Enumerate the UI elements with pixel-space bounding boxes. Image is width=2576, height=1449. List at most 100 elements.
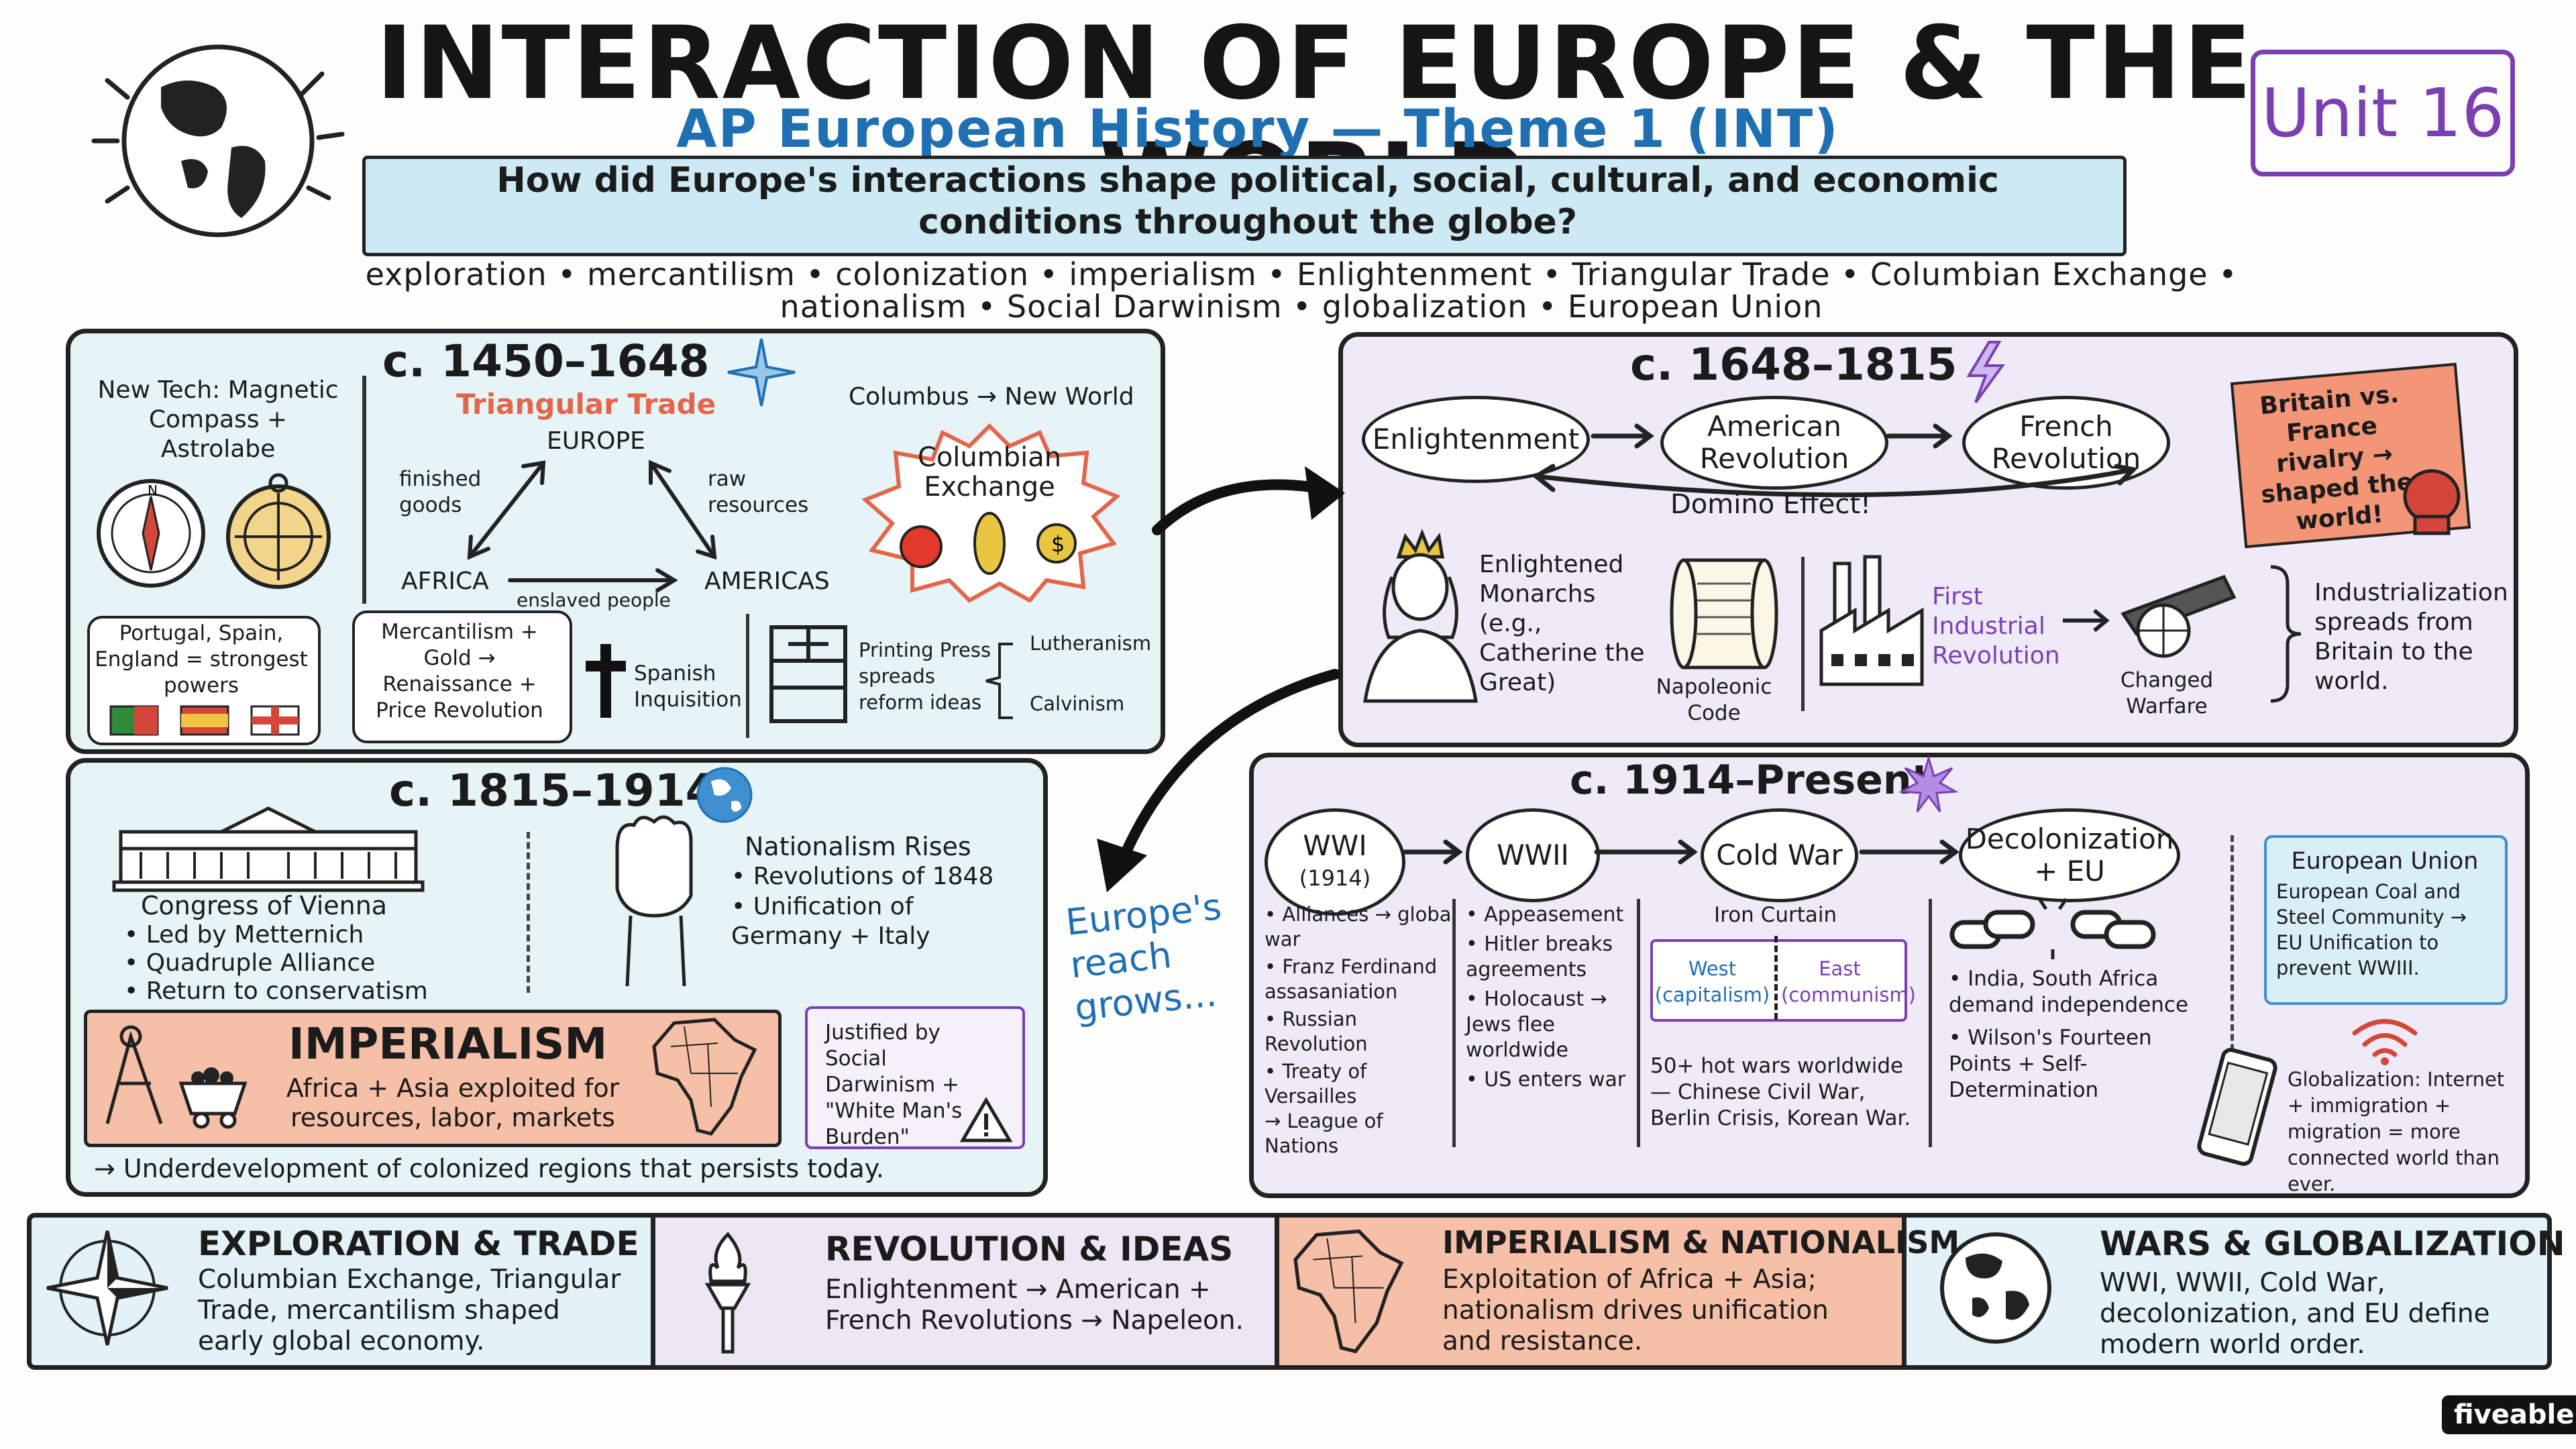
nationalism-rises: Nationalism Rises — [745, 832, 971, 861]
bottom-title-imperialism: IMPERIALISM & NATIONALISM — [1442, 1224, 1960, 1260]
flags-icon — [109, 705, 300, 736]
napoleonic-code-label: Napoleonic Code — [1656, 675, 1772, 725]
divider — [1801, 557, 1805, 711]
east-label: East (communism) — [1781, 957, 1916, 1006]
congress-of-vienna: Congress of Vienna — [141, 891, 388, 920]
congress-item-text: Quadruple Alliance — [146, 949, 376, 977]
imperialism-title: IMPERIALISM — [288, 1020, 608, 1069]
wwi-label: WWI — [1303, 829, 1367, 862]
cold-war-oval: Cold War — [1701, 808, 1858, 902]
columbus-text: Columbus → New World — [849, 383, 1134, 411]
calvinism-label: Calvinism — [1030, 692, 1125, 715]
eu-box — [2264, 835, 2508, 1005]
arrow-1648 — [1152, 466, 1345, 535]
congress-item-2: • Quadruple Alliance — [124, 949, 376, 977]
wwi-item: → League of Nations — [1265, 1110, 1383, 1157]
wwi-item: • Russian Revolution — [1265, 1008, 1368, 1055]
divider — [2231, 835, 2234, 1130]
factory-icon — [1819, 555, 1924, 686]
bracket — [985, 643, 1013, 719]
divider — [746, 614, 749, 738]
wwi-item: • Franz Ferdinand assasaniation — [1265, 955, 1438, 1003]
mine-cart-icon — [105, 1025, 248, 1129]
period-1815-1914: c. 1815–1914 — [389, 765, 716, 816]
cross-icon — [586, 644, 626, 718]
decolonization-list: • India, South Africa demand independenc… — [1949, 966, 2217, 1104]
page-subtitle: AP European History — Theme 1 (INT) — [676, 99, 1839, 160]
burst-icon — [1898, 754, 1960, 812]
arrow-right — [2063, 608, 2110, 633]
american-revolution-oval: American Revolution — [1660, 396, 1888, 490]
printing-press-icon — [769, 625, 847, 723]
bottom-title-revolution: REVOLUTION & IDEAS — [825, 1230, 1234, 1269]
west-east-box — [1650, 939, 1907, 1022]
bottom-title-wars: WARS & GLOBALIZATION — [2100, 1224, 2565, 1263]
wwi-year: (1914) — [1299, 865, 1371, 891]
mercantilism-box — [352, 610, 572, 743]
lutheranism-label: Lutheranism — [1030, 632, 1152, 655]
divider — [1637, 899, 1640, 1147]
africa-map-icon — [652, 1018, 757, 1136]
triangular-trade-title: Triangular Trade — [456, 388, 716, 421]
timeline-arrows — [1403, 839, 1960, 865]
europe-label: EUROPE — [547, 427, 645, 455]
arrow-1815 — [1097, 669, 1340, 892]
columbian-exchange-burst: $ — [861, 423, 1121, 603]
wwii-item: • Holocaust → Jews flee worldwide — [1466, 987, 1607, 1062]
period-1450-1648: c. 1450–1648 — [382, 335, 710, 387]
first-industrial-revolution: First Industrial Revolution — [1932, 583, 2060, 669]
eu-desc: European Coal and Steel Community → EU U… — [2276, 880, 2467, 979]
nationalism-item-text: Unification of Germany + Italy — [731, 893, 930, 950]
wwii-item: • Appeasement — [1466, 903, 1624, 926]
globe-small-icon — [696, 767, 753, 823]
wwi-item: • Treaty of Versailles — [1265, 1060, 1367, 1108]
themes-line-1: exploration • mercantilism • colonizatio… — [365, 256, 2238, 292]
catherine-portrait-icon — [1363, 529, 1478, 703]
wwi-oval: WWI (1914) — [1265, 808, 1405, 916]
iron-curtain-label: Iron Curtain — [1714, 903, 1837, 927]
decolonization-oval: Decolonization + EU — [1959, 808, 2180, 902]
bottom-desc-wars: WWI, WWII, Cold War, decolonization, and… — [2100, 1268, 2490, 1360]
compass-rose-icon — [46, 1230, 168, 1346]
french-revolution-oval: French Revolution — [1962, 396, 2170, 490]
congress-item-1: • Led by Metternich — [124, 921, 364, 949]
lightning-icon — [1966, 341, 2005, 404]
hot-wars-text: 50+ hot wars worldwide — Chinese Civil W… — [1650, 1054, 1911, 1130]
printing-press-text: Printing Press spreads reform ideas — [859, 639, 991, 714]
columbian-exchange-label: Columbian Exchange — [917, 442, 1062, 502]
congress-item-text: Return to conservatism — [146, 977, 428, 1005]
divider — [1929, 899, 1932, 1147]
decolonization-item: • Wilson's Fourteen Points + Self-Determ… — [1949, 1026, 2152, 1102]
nationalism-item-2: • Unification of Germany + Italy — [731, 893, 930, 950]
revolution-arrows — [1532, 423, 2139, 498]
africa-map-icon — [1293, 1229, 1404, 1354]
mercantilism-text: Mercantilism + Gold → Renaissance + Pric… — [376, 620, 543, 722]
industrialization-spreads-text: Industrialization spreads from Britain t… — [2314, 579, 2508, 695]
eu-title: European Union — [2291, 848, 2479, 875]
nationalism-item-1: • Revolutions of 1848 — [731, 863, 994, 890]
bottom-desc-exploration: Columbian Exchange, Triangular Trade, me… — [198, 1265, 621, 1356]
enlightenment-oval: Enlightenment — [1362, 396, 1590, 483]
changed-warfare-label: Changed Warfare — [2120, 668, 2214, 718]
globe-icon — [91, 44, 345, 237]
warning-icon — [959, 1097, 1013, 1142]
guiding-question: How did Europe's interactions shape poli… — [496, 160, 1999, 242]
nationalism-item-text: Revolutions of 1848 — [753, 863, 994, 890]
iron-curtain-line — [1774, 936, 1778, 1020]
unit-badge: Unit 16 — [2251, 50, 2515, 176]
compass-rose-icon — [727, 338, 796, 407]
decolonization-item: • India, South Africa demand independenc… — [1949, 967, 2189, 1017]
divider — [362, 376, 366, 604]
svg-text:N: N — [148, 482, 158, 498]
congress-item-text: Led by Metternich — [146, 921, 364, 949]
strongest-powers-text: Portugal, Spain, England = strongest pow… — [95, 621, 308, 698]
africa-label: AFRICA — [401, 568, 489, 595]
justified-text: Justified by Social Darwinism + "White M… — [825, 1020, 963, 1149]
cannon-icon — [2121, 574, 2237, 658]
astrolabe-icon — [226, 473, 331, 589]
wwii-item: • Hitler breaks agreements — [1466, 932, 1613, 981]
new-tech-text: New Tech: Magnetic Compass + Astrolabe — [97, 376, 339, 463]
inquisition-text: Spanish Inquisition — [634, 661, 742, 712]
underdevelopment-text: → Underdevelopment of colonized regions … — [94, 1154, 884, 1183]
bottom-title-exploration: EXPLORATION & TRADE — [198, 1224, 639, 1263]
